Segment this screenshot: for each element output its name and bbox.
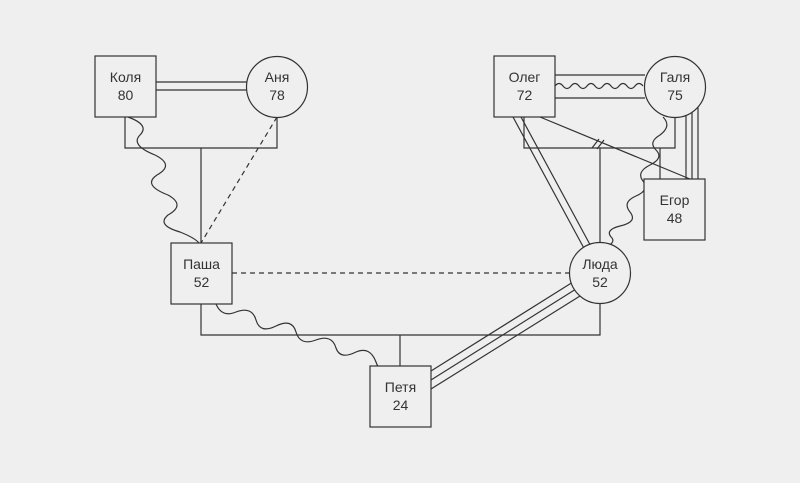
node-oleg-age: 72 <box>517 87 533 103</box>
node-oleg: Олег 72 <box>493 55 556 118</box>
very-close-line-lyuda-petya <box>430 281 581 390</box>
conflict-line-kolya-pasha <box>127 116 200 244</box>
node-lyuda-name: Люда <box>582 256 618 272</box>
close-line-oleg-lyuda <box>512 116 595 253</box>
relation-oleg-galya-marriage <box>554 74 645 99</box>
node-kolya-age: 80 <box>118 87 134 103</box>
node-pasha-age: 52 <box>194 274 210 290</box>
node-pasha-name: Паша <box>183 256 220 272</box>
node-egor-name: Егор <box>660 192 690 208</box>
node-petya: Петя 24 <box>369 365 432 428</box>
node-galya-name: Галя <box>660 69 690 85</box>
node-galya-age: 75 <box>667 87 683 103</box>
node-petya-age: 24 <box>393 397 409 413</box>
node-kolya: Коля 80 <box>94 55 157 118</box>
node-kolya-name: Коля <box>110 69 141 85</box>
node-pasha: Паша 52 <box>170 242 233 305</box>
node-lyuda: Люда 52 <box>568 241 632 305</box>
conflict-line-pasha-petya <box>215 303 379 367</box>
separated-line-oleg-egor <box>539 116 691 180</box>
family-line-oleg-galya <box>523 117 676 243</box>
node-galya: Галя 75 <box>643 55 707 119</box>
family-line-kolya-anya <box>124 117 278 243</box>
node-petya-name: Петя <box>385 379 416 395</box>
relation-kolya-anya-marriage <box>156 81 247 91</box>
family-line-pasha-lyuda <box>200 304 601 366</box>
very-close-line-galya-egor <box>685 97 699 179</box>
node-egor: Егор 48 <box>643 178 706 241</box>
node-anya-name: Аня <box>265 69 290 85</box>
node-anya: Аня 78 <box>245 55 309 119</box>
node-oleg-name: Олег <box>509 69 541 85</box>
node-egor-age: 48 <box>667 210 683 226</box>
node-lyuda-age: 52 <box>592 274 608 290</box>
distant-line-anya-pasha <box>200 116 278 244</box>
node-anya-age: 78 <box>269 87 285 103</box>
